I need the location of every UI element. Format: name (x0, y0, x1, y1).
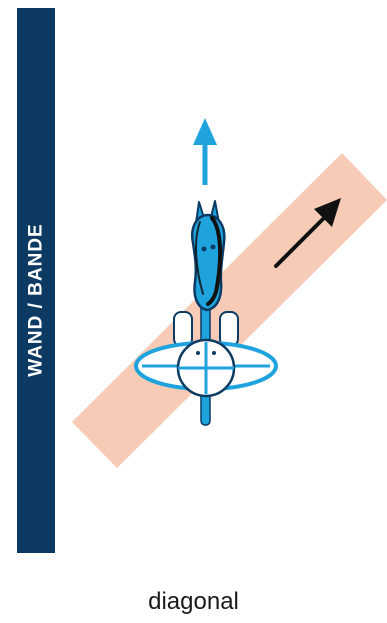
horse-rider-figure (134, 200, 278, 426)
rider-head-icon (176, 338, 236, 398)
horse-head-icon (191, 200, 226, 312)
rider-left-leg (173, 311, 193, 347)
arrow-up-icon (193, 118, 217, 185)
wall-label: WAND / BANDE (26, 223, 47, 376)
arrow-up-right-icon (274, 198, 341, 268)
rider-right-leg (219, 311, 239, 347)
wall-bar: WAND / BANDE (17, 8, 55, 553)
caption: diagonal (148, 588, 239, 615)
wall-bar-shape (17, 8, 55, 553)
